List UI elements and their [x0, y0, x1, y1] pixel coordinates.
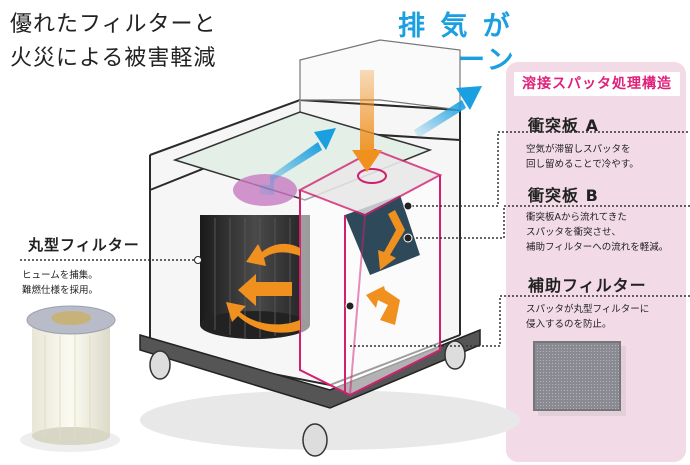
impact-plate-a-desc-line-1: 空気が滞留しスパッタを	[526, 144, 631, 155]
impact-plate-a-desc-line-2: 回し留めることで冷やす。	[526, 159, 639, 170]
round-filter-desc-line-1: ヒュームを捕集。	[22, 270, 98, 281]
impact-plate-a-description: 空気が滞留しスパッタを 回し留めることで冷やす。	[526, 142, 639, 172]
filter-flow-arrow-1	[246, 243, 300, 266]
exhaust-arrow-outer-head	[456, 86, 482, 110]
headline-line-1: 優れたフィルターと	[10, 12, 217, 37]
impact-plate-a-title: 衝突板 A	[528, 116, 599, 135]
impact-plate-b-desc-line-3: 補助フィルターへの流れを軽減。	[526, 242, 669, 253]
round-filter-description: ヒュームを捕集。 難燃仕様を採用。	[22, 268, 98, 298]
structure-panel-title: 溶接スパッタ処理構造	[514, 72, 680, 96]
intake-ring	[357, 168, 387, 184]
aux-filter-description: スパッタが丸型フィルターに 侵入するのを防止。	[526, 302, 649, 332]
headline-line-2: 火災による被害軽減	[10, 46, 217, 71]
round-filter-photo	[20, 305, 120, 452]
leader-impact-plate-b	[408, 205, 690, 239]
airflow-out-arrows	[260, 86, 482, 195]
exhaust-arrow-inner	[260, 142, 322, 195]
aux-filter-desc-line-2: 侵入するのを防止。	[526, 319, 612, 330]
airflow-in-arrows	[226, 70, 405, 333]
aux-filter-photo	[533, 341, 626, 416]
exhaust-arrow-inner-head	[314, 128, 336, 150]
spatter-box	[297, 148, 443, 397]
aux-filter-title: 補助フィルター	[528, 276, 647, 295]
round-filter-title: 丸型フィルター	[28, 236, 140, 254]
impact-plate-b-desc-line-1: 衝突板Aから流れてきた	[526, 212, 627, 223]
intake-arrow-head	[352, 150, 382, 172]
impact-plate-b-description: 衝突板Aから流れてきた スパッタを衝突させ、 補助フィルターへの流れを軽減。	[526, 210, 668, 255]
impact-plate-b-title: 衝突板 B	[528, 186, 599, 205]
intake-arrow-shaft	[360, 70, 374, 160]
impact-plate-b-desc-line-2: スパッタを衝突させ、	[526, 227, 622, 238]
filter-flow-arrow-3	[226, 302, 300, 333]
leader-impact-plate-a	[408, 131, 690, 207]
filter-flow-arrow-2	[238, 274, 292, 306]
plate-a-flow-arrow	[378, 210, 405, 270]
aux-filter-desc-line-1: スパッタが丸型フィルターに	[526, 304, 650, 315]
machine-shadow	[140, 390, 520, 450]
caster-wheels	[149, 340, 466, 457]
leader-lines	[20, 131, 690, 347]
plate-b-flow-arrow	[366, 286, 400, 325]
leader-dots	[194, 201, 413, 311]
headline: 優れたフィルターと 火災による被害軽減	[10, 8, 217, 76]
exhaust-arrow-outer	[414, 100, 466, 138]
exhaust-label-line-1: 排 気 が	[398, 11, 513, 42]
round-filter-desc-line-2: 難燃仕様を採用。	[22, 285, 99, 296]
